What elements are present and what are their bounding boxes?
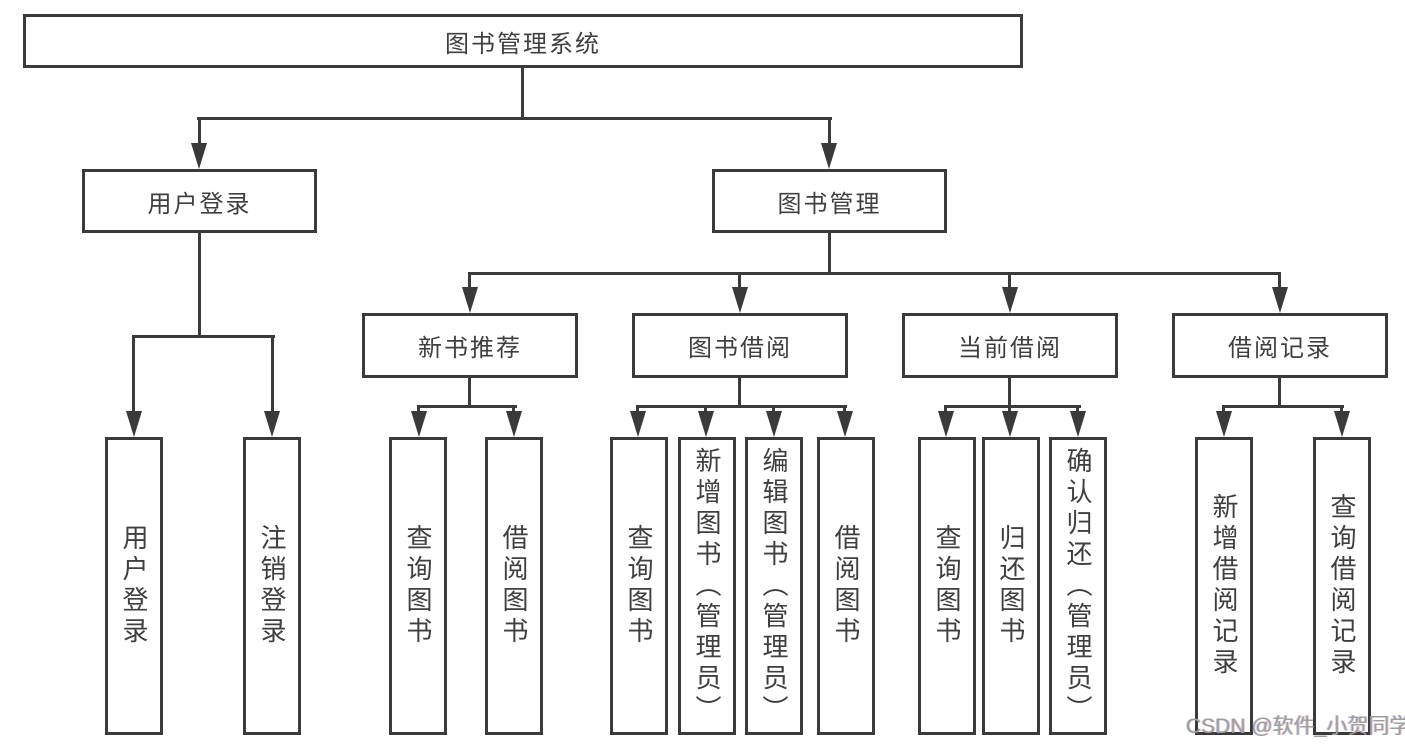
arrowhead-borrow-records: [1272, 287, 1288, 313]
leaf-bb-borrow-book: 借阅图书: [817, 437, 875, 735]
arrowhead-current-borrow: [1002, 287, 1018, 313]
node-user-login: 用户登录: [82, 169, 317, 233]
connector-new-book-rec-split: [417, 405, 517, 408]
leaf-bb-edit-book: 编辑图书（管理员）: [745, 437, 803, 735]
arrowhead-book-borrow: [732, 287, 748, 313]
arrowhead-bb-add-book: [698, 411, 714, 437]
connector-drop-book-mgmt: [828, 117, 831, 147]
connector-book-mgmt-split: [468, 272, 1281, 275]
leaf-rec-borrow-book: 借阅图书: [485, 437, 543, 735]
connector-new-book-rec-stem: [468, 378, 471, 408]
connector-root-stem: [521, 66, 524, 120]
node-new-book-rec: 新书推荐: [362, 313, 578, 378]
connector-book-borrow-stem: [738, 378, 741, 408]
arrowhead-br-query-record: [1334, 411, 1350, 437]
connector-drop-current-borrow: [1008, 272, 1011, 292]
connector-stub-br-query: [1340, 405, 1343, 414]
node-book-borrow: 图书借阅: [632, 313, 848, 378]
arrowhead-br-add-record: [1216, 411, 1232, 437]
leaf-logout: 注销登录: [243, 437, 301, 735]
connector-borrow-records-split: [1222, 405, 1344, 408]
connector-stub-cb-confirm: [1076, 405, 1079, 414]
arrowhead-bb-edit-book: [766, 411, 782, 437]
arrowhead-cb-confirm-return: [1070, 411, 1086, 437]
connector-current-borrow-stem: [1008, 378, 1011, 408]
arrowhead-rec-query-book: [411, 411, 427, 437]
leaf-cb-return-book: 归还图书: [982, 437, 1040, 735]
leaf-user-login: 用户登录: [105, 437, 163, 735]
connector-current-borrow-split: [944, 405, 1081, 408]
node-book-mgmt: 图书管理: [712, 169, 947, 233]
connector-drop-leaf-user-login: [132, 335, 135, 415]
connector-user-login-split: [132, 335, 275, 338]
connector-stub-bb-edit: [772, 405, 775, 414]
connector-borrow-records-stem: [1278, 378, 1281, 408]
connector-stub-cb-query: [944, 405, 947, 414]
connector-stub-bb-add: [704, 405, 707, 414]
arrowhead-user-login: [191, 143, 207, 169]
node-current-borrow: 当前借阅: [902, 313, 1118, 378]
connector-drop-new-book-rec: [468, 272, 471, 292]
connector-level1-split: [197, 117, 832, 120]
connector-drop-leaf-logout: [271, 335, 274, 415]
leaf-bb-query-book: 查询图书: [610, 437, 668, 735]
arrowhead-cb-return-book: [1002, 411, 1018, 437]
connector-book-borrow-split: [636, 405, 847, 408]
arrowhead-leaf-user-login: [126, 411, 142, 437]
arrowhead-rec-borrow-book: [506, 411, 522, 437]
leaf-br-add-record: 新增借阅记录: [1195, 437, 1253, 735]
leaf-rec-query-book: 查询图书: [389, 437, 447, 735]
arrowhead-bb-query-book: [630, 411, 646, 437]
connector-book-mgmt-stem: [828, 233, 831, 275]
leaf-cb-confirm-return: 确认归还（管理员）: [1049, 437, 1107, 735]
node-borrow-records: 借阅记录: [1172, 313, 1388, 378]
arrowhead-leaf-logout: [264, 411, 280, 437]
csdn-watermark: CSDN @软件_小贺同学: [1186, 715, 1405, 738]
connector-drop-user-login: [198, 117, 201, 147]
connector-stub-cb-return: [1008, 405, 1011, 414]
connector-stub-rec-query: [417, 405, 420, 414]
connector-stub-br-add: [1222, 405, 1225, 414]
arrowhead-bb-borrow-book: [837, 411, 853, 437]
leaf-br-query-record: 查询借阅记录: [1313, 437, 1371, 735]
connector-drop-borrow-records: [1278, 272, 1281, 292]
node-root: 图书管理系统: [23, 14, 1023, 68]
connector-stub-rec-borrow: [512, 405, 515, 414]
connector-drop-book-borrow: [738, 272, 741, 292]
arrowhead-cb-query-book: [938, 411, 954, 437]
connector-user-login-stem: [198, 233, 201, 338]
connector-stub-bb-query: [636, 405, 639, 414]
arrowhead-new-book-rec: [462, 287, 478, 313]
leaf-bb-add-book: 新增图书（管理员）: [678, 437, 736, 735]
connector-stub-bb-borrow: [843, 405, 846, 414]
arrowhead-book-mgmt: [821, 143, 837, 169]
leaf-cb-query-book: 查询图书: [918, 437, 976, 735]
